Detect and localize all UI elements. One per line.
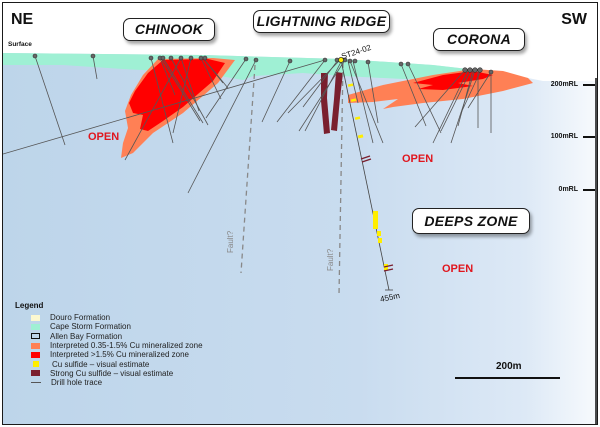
strong-sulfide-column <box>321 73 330 134</box>
open-label-deeps: OPEN <box>442 263 474 275</box>
elevation-0-label: 0mRL <box>558 186 578 193</box>
legend-item-drill-trace: Drill hole trace <box>15 378 255 387</box>
drill-holes <box>3 55 492 291</box>
legend-item-douro: Douro Formation <box>15 313 255 322</box>
low-grade-swatch-icon <box>31 342 40 349</box>
douro-swatch-icon <box>31 314 40 321</box>
strong-sulfide-column <box>331 72 343 131</box>
legend-item-cape-storm: Cape Storm Formation <box>15 322 255 331</box>
elevation-100-label: 100mRL <box>550 133 578 140</box>
legend-label: Cu sulfide – visual estimate <box>52 359 150 369</box>
sw-direction-label: SW <box>561 11 587 28</box>
scale-bar-label: 200m <box>496 361 522 372</box>
st24-02-collar <box>337 57 344 64</box>
ne-direction-label: NE <box>11 11 34 28</box>
legend-label: Interpreted 0.35-1.5% Cu mineralized zon… <box>50 341 203 351</box>
legend-item-high-grade: Interpreted >1.5% Cu mineralized zone <box>15 350 255 359</box>
fault-line <box>240 64 256 274</box>
corona-label: CORONA <box>433 28 525 51</box>
legend-label: Douro Formation <box>50 313 111 323</box>
fault-label: Fault? <box>226 230 235 253</box>
legend-item-strong-sulfide: Strong Cu sulfide – visual estimate <box>15 369 255 378</box>
chinook-high-grade-zone <box>129 59 225 131</box>
strong-sulfide-ticks <box>360 155 394 272</box>
deeps-zone-label: DEEPS ZONE <box>412 208 530 234</box>
fault-line <box>338 62 344 296</box>
legend-title: Legend <box>15 301 44 310</box>
chinook-label: CHINOOK <box>123 18 215 41</box>
elevation-ticks <box>583 84 595 191</box>
cu-sulfide-swatch-icon <box>33 361 39 368</box>
strong-sulfide-swatch-icon <box>31 370 40 377</box>
legend-label: Allen Bay Formation <box>50 331 123 341</box>
legend-item-cu-sulfide: Cu sulfide – visual estimate <box>15 359 255 369</box>
legend-item-allen-bay: Allen Bay Formation <box>15 332 255 341</box>
open-label-corona: OPEN <box>402 153 434 165</box>
high-grade-swatch-icon <box>31 351 40 358</box>
legend-label: Interpreted >1.5% Cu mineralized zone <box>50 350 189 360</box>
surface-label: Surface <box>8 41 32 48</box>
legend-label: Cape Storm Formation <box>50 322 131 332</box>
allen-bay-swatch-icon <box>31 333 40 340</box>
open-label-chinook: OPEN <box>88 131 120 143</box>
legend-label: Strong Cu sulfide – visual estimate <box>50 368 174 378</box>
lightning-ridge-label: LIGHTNING RIDGE <box>253 10 390 33</box>
cape-storm-swatch-icon <box>31 323 40 330</box>
cu-sulfide-intervals <box>347 83 388 270</box>
legend: Legend Douro Formation Cape Storm Format… <box>15 301 255 387</box>
drill-collars <box>32 53 494 75</box>
drill-trace-swatch-icon <box>31 382 41 384</box>
elevation-200-label: 200mRL <box>550 81 578 88</box>
legend-label: Drill hole trace <box>51 378 103 388</box>
legend-item-low-grade: Interpreted 0.35-1.5% Cu mineralized zon… <box>15 341 255 350</box>
fault-label: Fault? <box>326 248 335 271</box>
